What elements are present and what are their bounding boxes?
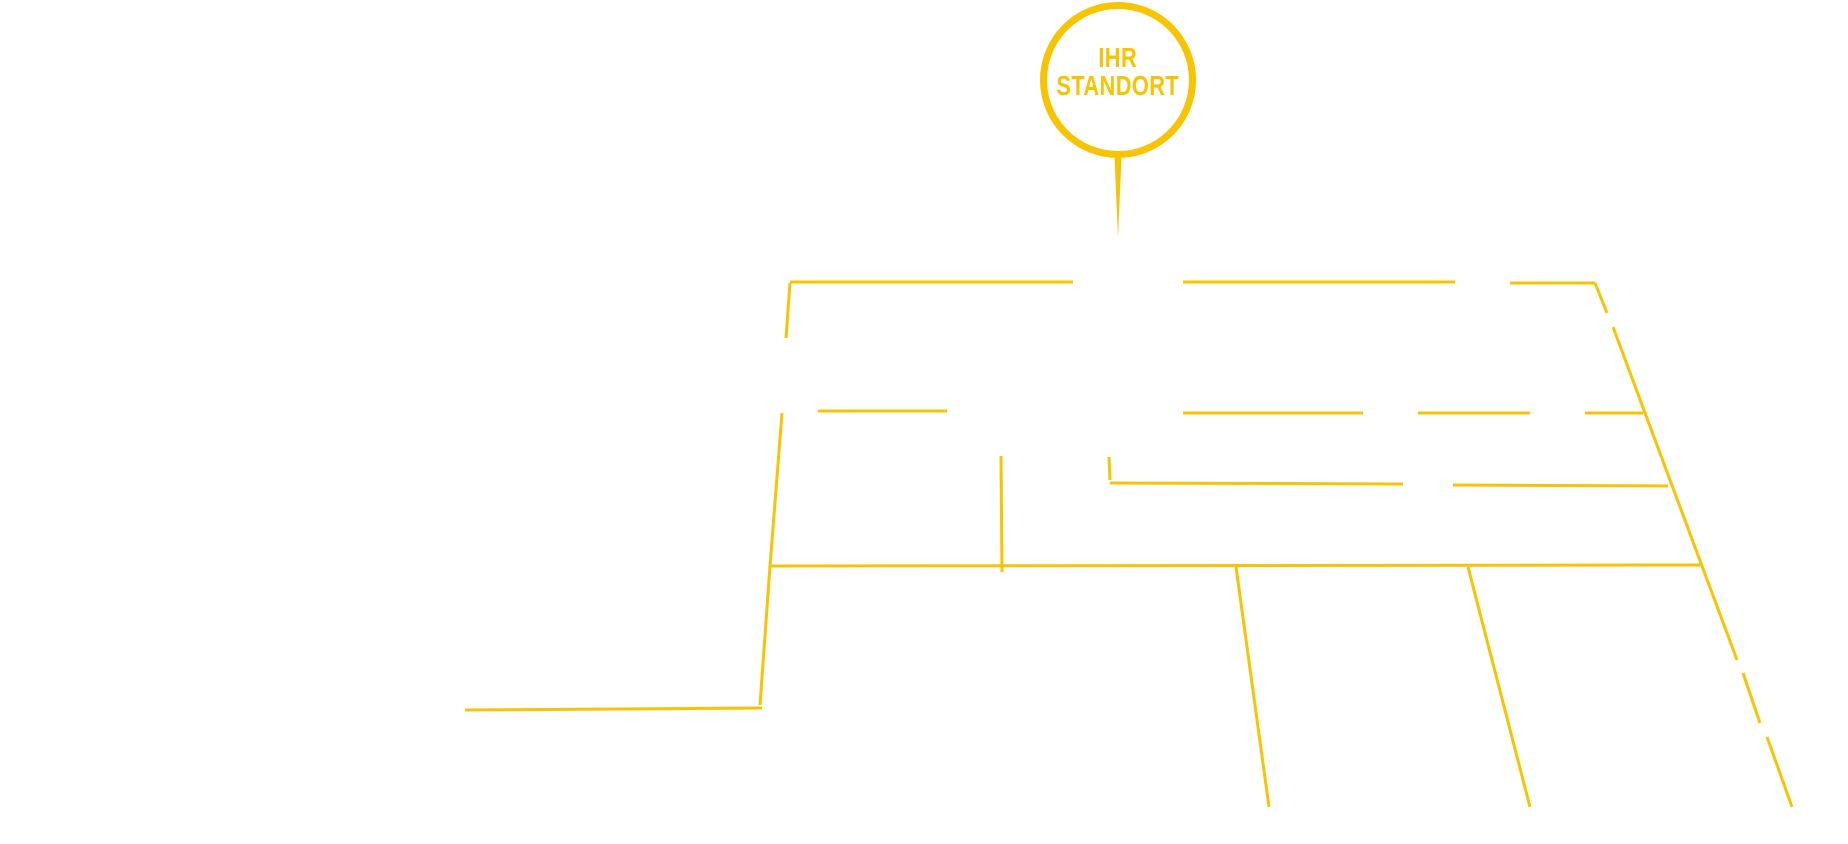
location-marker-label-line2: STANDORT (1056, 70, 1180, 101)
road-line (1452, 483, 1669, 488)
road-line (1109, 481, 1404, 486)
road-line (999, 455, 1004, 573)
road-line (1466, 566, 1532, 808)
road-line (464, 706, 763, 712)
road-line (1593, 282, 1609, 314)
road-line (1234, 566, 1271, 808)
road-line (769, 563, 1701, 568)
road-line (1107, 456, 1112, 481)
road-line (758, 565, 772, 706)
location-marker-tail (1114, 158, 1122, 237)
road-line (1611, 326, 1739, 661)
road-line (784, 282, 792, 339)
location-marker-label-line1: IHR (1098, 42, 1138, 73)
location-marker: IHR STANDORT (1040, 2, 1196, 158)
road-line (1741, 672, 1762, 724)
location-marker-labels: IHR STANDORT (1057, 44, 1180, 100)
road-line (768, 412, 784, 567)
road-line (1765, 736, 1794, 808)
